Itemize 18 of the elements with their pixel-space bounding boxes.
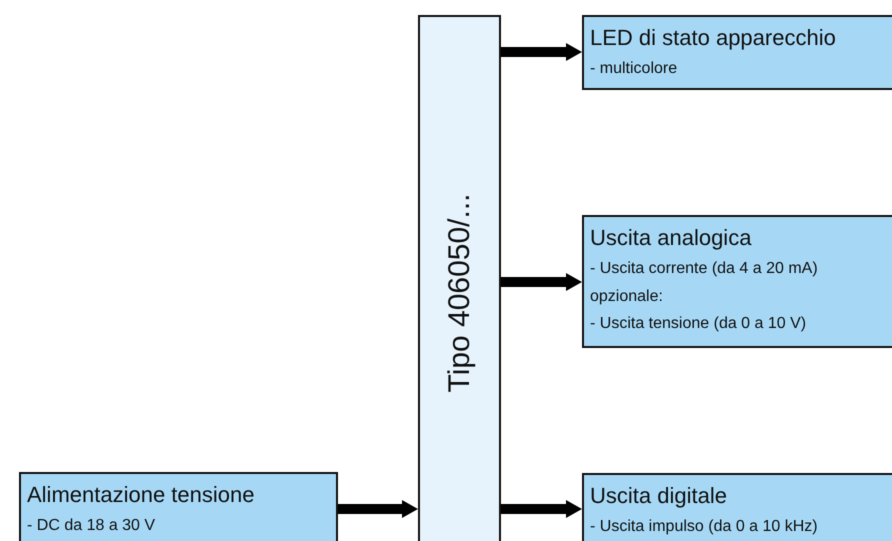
device-label: Tipo 406050/... xyxy=(444,193,474,393)
info-box xyxy=(582,215,892,348)
box-text: - Uscita impulso (da 0 a 10 kHz) xyxy=(590,517,818,537)
block-arrow xyxy=(338,501,418,517)
box-heading: Uscita digitale xyxy=(590,483,727,510)
block-arrow xyxy=(501,274,582,290)
box-heading: Uscita analogica xyxy=(590,225,752,252)
block-arrow xyxy=(501,501,582,517)
info-box xyxy=(582,15,892,90)
box-text: - Uscita corrente (da 4 a 20 mA) xyxy=(590,259,818,279)
box-text: - DC da 18 a 30 V xyxy=(27,516,156,536)
box-text: opzionale: xyxy=(590,286,663,306)
box-heading: Alimentazione tensione xyxy=(27,482,254,508)
device-box xyxy=(418,15,501,541)
box-heading: LED di stato apparecchio xyxy=(590,25,836,52)
block-arrow xyxy=(501,44,582,60)
box-text: - Uscita tensione (da 0 a 10 V) xyxy=(590,314,806,333)
box-text: - multicolore xyxy=(590,59,678,79)
